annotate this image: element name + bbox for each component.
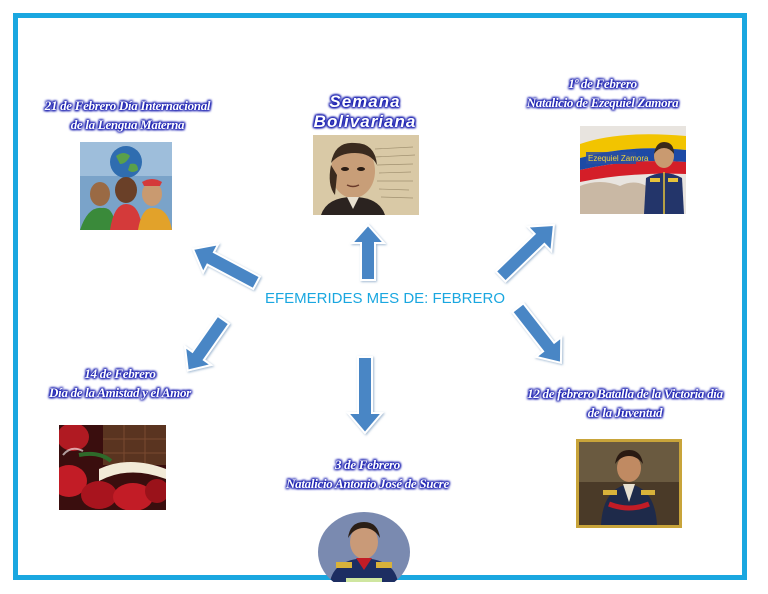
arrow-upper-right <box>494 223 556 283</box>
arrow-lower-left <box>183 314 231 372</box>
label-ezequiel-zamora: 1º de Febrero Natalicio de Ezequiel Zamo… <box>526 76 679 110</box>
label-sucre: 3 de Febrero Natalicio Antonio José de S… <box>286 457 449 491</box>
label-lengua-materna: 21 de Febrero Día Internacional de la Le… <box>44 98 211 132</box>
sucre-portrait-image <box>316 512 412 582</box>
lengua-materna-image <box>80 142 172 230</box>
ribas-portrait-image <box>576 439 682 528</box>
amistad-amor-image <box>59 425 166 510</box>
zamora-image: Ezequiel Zamora <box>580 126 686 214</box>
label-amistad-amor: 14 de Febrero Día de la Amistad y el Amo… <box>49 366 191 400</box>
arrow-lower-right <box>510 301 563 365</box>
arrow-up <box>349 223 387 281</box>
arrow-upper-left <box>191 242 262 291</box>
label-batalla-victoria: 12 de febrero Batalla de la Victoria día… <box>527 386 723 420</box>
zamora-banner-text: Ezequiel Zamora <box>588 154 649 163</box>
central-topic: EFEMERIDES MES DE: FEBRERO <box>264 290 506 307</box>
bolivar-portrait-image <box>313 135 419 215</box>
arrow-down <box>345 356 385 435</box>
label-semana-bolivariana: Semana Bolivariana <box>313 92 417 131</box>
